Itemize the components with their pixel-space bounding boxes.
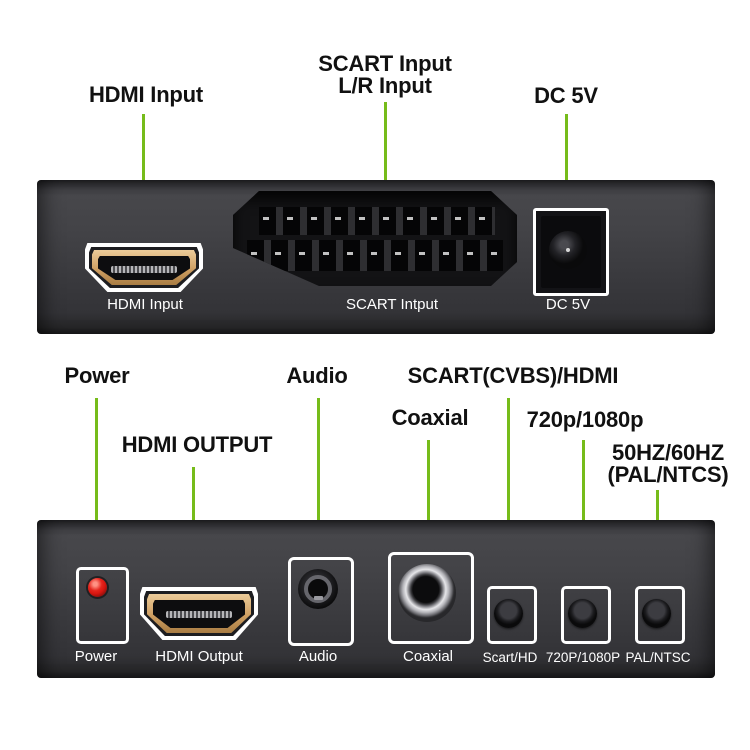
pal-ntsc-switch-box [635, 586, 685, 644]
audio-jack-box [288, 557, 354, 646]
hdmi-input-port-icon [85, 243, 203, 292]
front-panel: Power HDMI Output Audio Coaxial Scart/HD… [37, 520, 715, 678]
pal-ntsc-switch-icon [642, 599, 671, 628]
dc-5v-jack-icon [533, 208, 609, 296]
callout-scart-cvbs-hdmi: SCART(CVBS)/HDMI [407, 363, 619, 388]
power-led-icon [88, 578, 107, 597]
front-port-label-audio: Audio [298, 648, 338, 665]
callout-power: Power [64, 363, 130, 388]
callout-refresh-rate: 50HZ/60HZ (PAL/NTCS) [588, 442, 748, 486]
scart-hd-switch-icon [494, 599, 523, 628]
front-port-label-scart-hd: Scart/HD [482, 650, 538, 665]
callout-refresh-line1: 50HZ/60HZ [612, 440, 724, 465]
scart-hd-switch-box [487, 586, 537, 644]
callout-scart-input-line1: SCART Input [318, 51, 452, 76]
front-port-label-coaxial: Coaxial [402, 648, 454, 665]
callout-lr-input-line2: L/R Input [338, 73, 432, 98]
callout-audio: Audio [286, 363, 348, 388]
front-port-label-pal-ntsc: PAL/NTSC [625, 650, 691, 665]
callout-dc-5v: DC 5V [534, 83, 598, 108]
callout-refresh-line2: (PAL/NTCS) [607, 462, 729, 487]
front-port-label-power: Power [74, 648, 118, 665]
callout-resolution: 720p/1080p [526, 407, 644, 432]
callout-hdmi-input: HDMI Input [88, 82, 204, 107]
front-port-label-resolution: 720P/1080P [545, 650, 621, 665]
pointer-line-coaxial [427, 440, 430, 586]
power-led-box [76, 567, 129, 644]
callout-hdmi-output: HDMI OUTPUT [121, 432, 273, 457]
pointer-line-scart-hd [507, 398, 510, 607]
rear-panel: HDMI Input SCART Intput DC 5V [37, 180, 715, 334]
pointer-line-power [95, 398, 98, 583]
pointer-line-audio [317, 398, 320, 582]
scart-input-port-icon [233, 191, 517, 286]
resolution-switch-box [561, 586, 611, 644]
audio-jack-icon [298, 569, 338, 609]
callout-coaxial: Coaxial [391, 405, 469, 430]
rear-port-label-dc: DC 5V [545, 296, 591, 313]
hdmi-output-port-icon [140, 587, 258, 640]
coaxial-jack-icon [398, 564, 456, 622]
resolution-switch-icon [568, 599, 597, 628]
front-port-label-hdmi-output: HDMI Output [155, 648, 243, 665]
rear-port-label-hdmi: HDMI Input [107, 296, 183, 313]
pointer-line-scart-input [384, 102, 387, 248]
callout-scart-lr-input: SCART Input L/R Input [300, 53, 470, 97]
coaxial-jack-box [388, 552, 474, 644]
rear-port-label-scart: SCART Intput [346, 296, 438, 313]
